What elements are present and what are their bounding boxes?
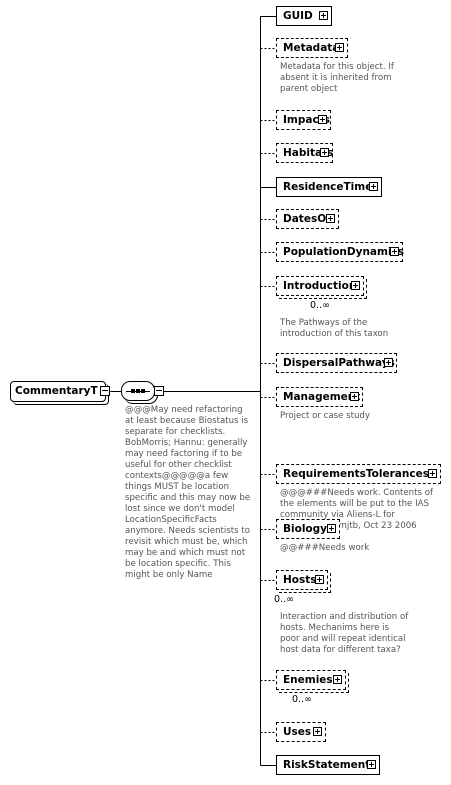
root-doc-line: LocationSpecificFacts bbox=[125, 515, 217, 525]
element-impacts[interactable]: Impacts bbox=[276, 110, 331, 130]
expand-icon[interactable] bbox=[335, 43, 344, 52]
cardinality-label: 0..∞ bbox=[292, 694, 312, 705]
expand-icon[interactable] bbox=[315, 575, 324, 584]
element-requirementstolerances[interactable]: RequirementsTolerances bbox=[276, 464, 441, 484]
doc-line: poor and will repeat identical bbox=[280, 634, 406, 644]
element-documentation: Project or case study bbox=[280, 411, 370, 422]
element-metadata[interactable]: Metadata bbox=[276, 38, 348, 58]
sequence-collapse-icon[interactable] bbox=[154, 386, 164, 396]
cardinality-label: 0..∞ bbox=[274, 594, 294, 605]
root-doc-line: @@@May need refactoring bbox=[125, 405, 243, 415]
element-habitats[interactable]: Habitats bbox=[276, 143, 333, 163]
doc-line: Interaction and distribution of bbox=[280, 612, 409, 622]
expand-icon[interactable] bbox=[367, 760, 376, 769]
element-hosts[interactable]: Hosts bbox=[276, 570, 328, 590]
doc-line: parent object bbox=[280, 84, 338, 94]
expand-icon[interactable] bbox=[350, 392, 359, 401]
root-doc-line: specific and this may now be bbox=[125, 493, 251, 503]
root-doc-line: might be only Name bbox=[125, 570, 213, 580]
doc-line: The Pathways of the bbox=[280, 318, 368, 328]
element-enemies[interactable]: Enemies bbox=[276, 670, 346, 690]
element-populationdynamics[interactable]: PopulationDynamics bbox=[276, 242, 405, 262]
doc-line: hosts. Mechanims here is bbox=[280, 623, 390, 633]
element-guid[interactable]: GUID bbox=[276, 6, 332, 26]
element-label: RiskStatement bbox=[283, 759, 371, 771]
expand-icon[interactable] bbox=[390, 247, 399, 256]
element-label: PopulationDynamics bbox=[283, 246, 405, 258]
doc-line: Metadata for this object. If bbox=[280, 62, 394, 72]
root-doc-line: things MUST be location bbox=[125, 482, 230, 492]
element-label: DatesOf bbox=[283, 213, 331, 225]
root-doc-line: separate for checklists. bbox=[125, 427, 226, 437]
element-label: Hosts bbox=[283, 574, 317, 586]
root-doc-line: anymore. Needs scientists to bbox=[125, 526, 250, 536]
doc-line: @@###Needs work bbox=[280, 543, 370, 553]
root-doc-line: contexts@@@@@a few bbox=[125, 471, 229, 481]
element-documentation: @@###Needs work bbox=[280, 543, 369, 554]
expand-icon[interactable] bbox=[313, 727, 322, 736]
element-label: DispersalPathways bbox=[283, 357, 395, 369]
element-residencetime[interactable]: ResidenceTime bbox=[276, 177, 382, 197]
element-stack-shadow bbox=[279, 673, 349, 693]
doc-line: the elements will be put to the IAS bbox=[280, 499, 429, 509]
root-collapse-icon[interactable] bbox=[100, 386, 110, 396]
element-stack-shadow bbox=[279, 573, 331, 593]
expand-icon[interactable] bbox=[319, 11, 328, 20]
element-label: ResidenceTime bbox=[283, 181, 373, 193]
cardinality-label: 0..∞ bbox=[310, 300, 330, 311]
element-introduction[interactable]: Introduction bbox=[276, 276, 364, 296]
element-biology[interactable]: Biology bbox=[276, 519, 340, 539]
element-label: RequirementsTolerances bbox=[283, 468, 429, 480]
element-label: Uses bbox=[283, 726, 312, 738]
doc-line: review...ram, mjtb, Oct 23 2006 bbox=[280, 521, 417, 531]
expand-icon[interactable] bbox=[318, 115, 327, 124]
expand-icon[interactable] bbox=[351, 281, 360, 290]
root-doc-line: revisit which must be, which bbox=[125, 537, 248, 547]
element-riskstatement[interactable]: RiskStatement bbox=[276, 755, 380, 775]
element-label: Metadata bbox=[283, 42, 340, 54]
element-uses[interactable]: Uses bbox=[276, 722, 326, 742]
root-doc-line: may be and which must not bbox=[125, 548, 246, 558]
doc-line: Project or case study bbox=[280, 411, 370, 421]
expand-icon[interactable] bbox=[326, 214, 335, 223]
element-label: GUID bbox=[283, 10, 313, 22]
element-label: Introduction bbox=[283, 280, 357, 292]
sequence-compositor[interactable] bbox=[121, 381, 155, 401]
expand-icon[interactable] bbox=[333, 675, 342, 684]
root-doc-line: may need factoring if to be bbox=[125, 449, 243, 459]
element-management[interactable]: Management bbox=[276, 387, 363, 407]
doc-line: absent it is inherited from bbox=[280, 73, 392, 83]
element-datesof[interactable]: DatesOf bbox=[276, 209, 339, 229]
root-doc-line: lost since we don't model bbox=[125, 504, 235, 514]
root-doc-line: be location specific. This bbox=[125, 559, 231, 569]
element-stack-shadow bbox=[279, 279, 367, 299]
root-element-label: CommentaryT bbox=[15, 385, 98, 397]
doc-line: introduction of this taxon bbox=[280, 329, 389, 339]
root-doc-line: at least because Biostatus is bbox=[125, 416, 249, 426]
element-label: Management bbox=[283, 391, 361, 403]
root-element-box[interactable]: CommentaryT bbox=[10, 381, 106, 402]
expand-icon[interactable] bbox=[369, 182, 378, 191]
root-doc-line: BobMorris; Hannu: generally bbox=[125, 438, 248, 448]
element-dispersalpathways[interactable]: DispersalPathways bbox=[276, 353, 397, 373]
expand-icon[interactable] bbox=[384, 358, 393, 367]
sequence-icon bbox=[126, 389, 150, 393]
doc-line: @@@###Needs work. Contents of bbox=[280, 488, 433, 498]
root-doc-line: useful for other checklist bbox=[125, 460, 232, 470]
expand-icon[interactable] bbox=[428, 469, 437, 478]
expand-icon[interactable] bbox=[327, 524, 336, 533]
doc-line: host data for different taxa? bbox=[280, 645, 401, 655]
doc-line: community via Aliens-L for bbox=[280, 510, 395, 520]
element-label: Biology bbox=[283, 523, 327, 535]
expand-icon[interactable] bbox=[320, 148, 329, 157]
element-label: Enemies bbox=[283, 674, 333, 686]
